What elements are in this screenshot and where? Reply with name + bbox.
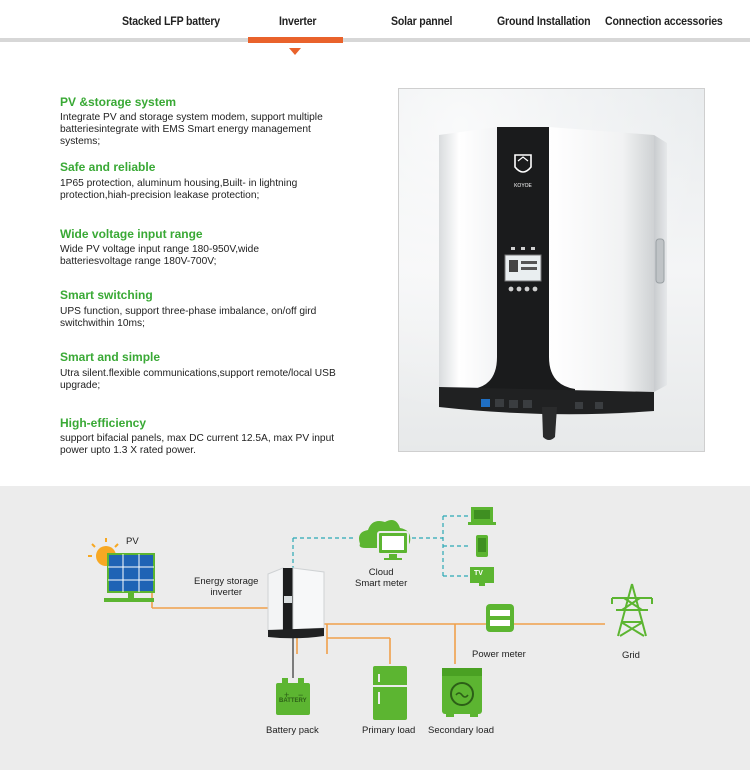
- laptop-icon: [468, 507, 496, 525]
- feature-description: Integrate PV and storage system modem, s…: [60, 112, 323, 147]
- tab-ground-installation[interactable]: Ground Installation: [497, 14, 591, 28]
- inverter-illustration: KOYOE: [399, 89, 704, 451]
- tab-underline: [0, 38, 750, 42]
- feature-title: High-efficiency: [60, 416, 147, 430]
- active-tab-caret-icon: [289, 48, 301, 55]
- top-tab-bar: Stacked LFP battery Inverter Solar panne…: [0, 0, 750, 55]
- active-tab-indicator: [248, 37, 343, 43]
- battery-label-text: BATTERY: [279, 698, 307, 704]
- inverter-label-line: Energy storage: [194, 576, 259, 587]
- feature-description: UPS function, support three-phase imbala…: [60, 306, 317, 329]
- feature-title: Wide voltage input range: [60, 227, 203, 241]
- grid-tower-icon: [611, 583, 653, 637]
- battery-pack-label: Battery pack: [266, 725, 319, 736]
- smart-meter-monitor-icon: [377, 531, 409, 560]
- solar-panel-icon: [104, 553, 155, 602]
- grid-label: Grid: [622, 650, 640, 661]
- diagram-connections: + −: [88, 507, 653, 720]
- cloud-label-line: Smart meter: [355, 578, 408, 589]
- feature-title: Safe and reliable: [60, 160, 156, 174]
- tab-inverter[interactable]: Inverter: [279, 14, 317, 28]
- feature-description: Wide PV voltage input range 180-950V,wid…: [60, 244, 259, 267]
- secondary-load-label: Secondary load: [428, 725, 495, 736]
- feature-title: Smart switching: [60, 288, 153, 302]
- power-meter-icon: [486, 604, 514, 632]
- battery-minus-icon: −: [298, 690, 303, 700]
- cloud-label-line: Cloud: [368, 567, 394, 578]
- feature-description: 1P65 protection, aluminum housing,Built-…: [60, 178, 298, 201]
- inverter-icon: [267, 567, 325, 639]
- inverter-product-photo: KOYOE: [398, 88, 705, 452]
- battery-pack-icon: + −: [276, 678, 310, 715]
- inverter-label-line: inverter: [210, 587, 243, 598]
- feature-description: support bifacial panels, max DC current …: [60, 433, 335, 456]
- inverter-label: Energy storage inverter: [194, 576, 258, 598]
- power-meter-label: Power meter: [472, 649, 526, 660]
- tab-solar-pannel[interactable]: Solar pannel: [391, 14, 453, 28]
- pv-label: PV: [126, 536, 139, 547]
- primary-load-label: Primary load: [362, 725, 416, 736]
- tv-label: TV: [474, 570, 483, 577]
- battery-plus-icon: +: [284, 690, 289, 700]
- tv-icon: [470, 567, 494, 586]
- phone-icon: [476, 535, 488, 557]
- secondary-load-washer-icon: [442, 668, 482, 717]
- tab-connection-accessories[interactable]: Connection accessories: [605, 14, 723, 28]
- feature-title: Smart and simple: [60, 350, 161, 364]
- feature-title: PV &storage system: [60, 95, 177, 109]
- tab-stacked-lfp-battery[interactable]: Stacked LFP battery: [122, 14, 220, 28]
- cloud-smart-meter-label: Cloud Smart meter: [355, 567, 407, 589]
- feature-description: Utra silent.flexible communications,supp…: [60, 368, 336, 391]
- primary-load-fridge-icon: [373, 666, 407, 720]
- brand-logo-text: KOYOE: [514, 183, 532, 189]
- system-diagram: + − PV Energy storage inverter Cloud Sma…: [0, 486, 750, 770]
